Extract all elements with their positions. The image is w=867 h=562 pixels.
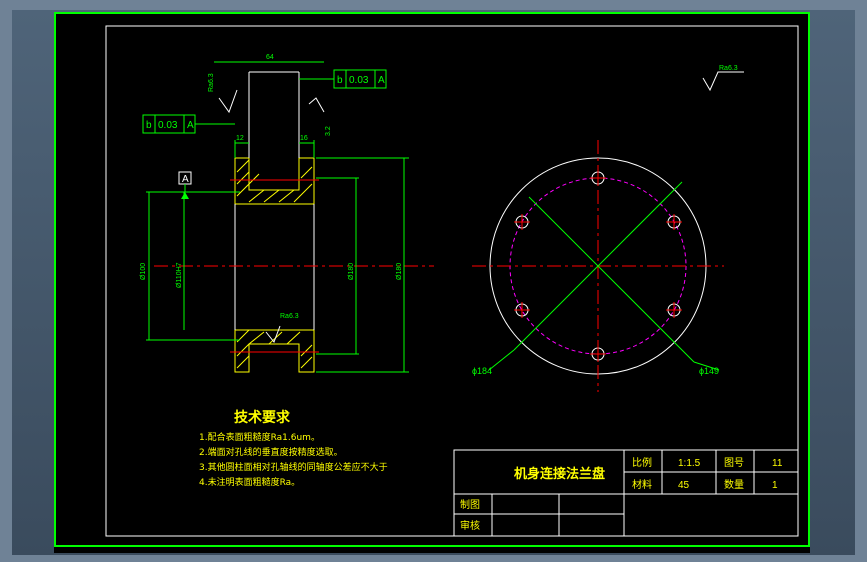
inner-frame [105, 25, 799, 537]
title-block [453, 449, 799, 537]
roughness-note: Ra6.3 [719, 65, 738, 72]
dim-hub: Ø180 [348, 263, 355, 280]
side-view: ϕ184 ϕ149 Ra6.3 [472, 65, 738, 392]
drawing-canvas: A b 0.03 A b [54, 12, 810, 547]
diagonal-dimension-lines [488, 181, 720, 371]
datum-marker: A [178, 171, 192, 199]
scale-value: 1:1.5 [678, 458, 701, 469]
quantity-label: 数量 [724, 478, 744, 491]
tolerance-left-value: 0.03 [158, 120, 178, 131]
roughness-symbols [218, 71, 744, 343]
tech-heading: 技术要求 [234, 409, 291, 426]
hole-centerlines [154, 179, 434, 353]
drawn-label: 制图 [460, 498, 480, 511]
front-view: A b 0.03 A b [140, 54, 744, 373]
drawing-no-label: 图号 [724, 457, 744, 469]
tolerance-left-symbol: b [146, 120, 152, 131]
dim-right-wall: 16 [300, 135, 308, 142]
tech-item: 1.配合表面粗糙度Ra1.6um。 [199, 431, 320, 443]
tolerance-frame-right: b 0.03 A [299, 69, 387, 89]
tech-item: 4.未注明表面粗糙度Ra。 [199, 476, 300, 488]
tolerance-right-datum: A [378, 75, 385, 86]
body-outline [234, 71, 315, 330]
roughness-bore: Ra6.3 [280, 313, 299, 320]
dim-top-width: 64 [266, 54, 274, 61]
outer-frame [54, 12, 810, 547]
tolerance-right-symbol: b [337, 75, 343, 86]
tech-item: 2.端面对孔线的垂直度按精度选取。 [199, 446, 343, 458]
cad-viewport[interactable]: A b 0.03 A b [12, 10, 855, 555]
quantity-value: 1 [772, 480, 778, 491]
checked-label: 审核 [460, 519, 480, 532]
hole-crosses [514, 170, 682, 362]
tolerance-frame-left: b 0.03 A [142, 114, 235, 134]
tech-requirements: 技术要求 1.配合表面粗糙度Ra1.6um。 2.端面对孔线的垂直度按精度选取。… [199, 409, 388, 488]
material-value: 45 [678, 480, 690, 491]
tech-item: 3.其他圆柱面相对孔轴线的同轴度公差应不大于 [199, 461, 388, 473]
dim-outer: Ø180 [396, 263, 403, 280]
drawing-sheet: A b 0.03 A b [54, 12, 810, 553]
dim-bore: Ø110H7 [176, 262, 183, 288]
scale-label: 比例 [632, 456, 652, 469]
tolerance-right-value: 0.03 [349, 75, 369, 86]
drawing-no-value: 11 [772, 458, 783, 469]
roughness-right: 3.2 [325, 126, 332, 136]
datum-label: A [182, 174, 189, 185]
dim-bolt-circle: ϕ184 [472, 366, 492, 376]
diameter-dimensions [146, 61, 409, 373]
tolerance-left-datum: A [187, 120, 194, 131]
roughness-left: Ra6.3 [208, 73, 215, 92]
material-label: 材料 [632, 478, 652, 491]
dim-hole: ϕ149 [699, 366, 719, 376]
part-name: 机身连接法兰盘 [514, 466, 605, 482]
dim-left-wall: 12 [236, 135, 244, 142]
dim-outer-left: Ø100 [140, 263, 147, 280]
